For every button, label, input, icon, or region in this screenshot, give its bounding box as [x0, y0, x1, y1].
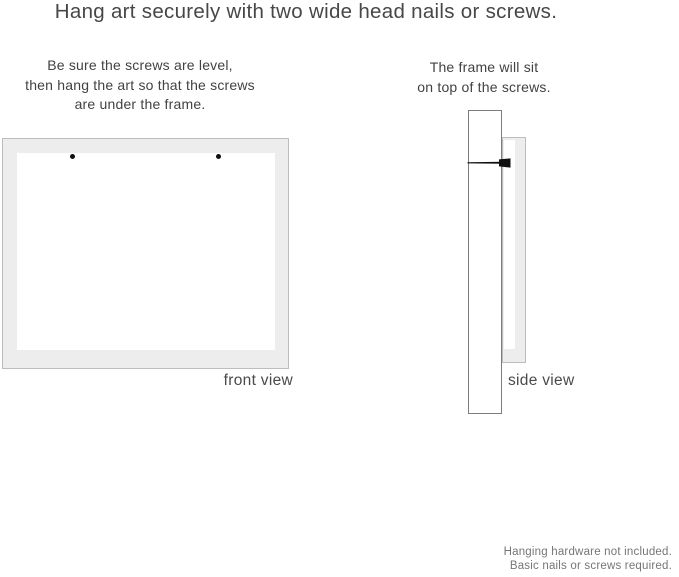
footnote: Hanging hardware not included. Basic nai…	[504, 545, 672, 573]
frame-front-art-area	[17, 153, 275, 350]
side-view-caption: side view	[508, 372, 575, 389]
frame-front-view	[2, 138, 289, 369]
frame-side-profile	[468, 110, 502, 414]
frame-side-back-panel	[502, 137, 526, 363]
instruction-line: Be sure the screws are level,	[47, 57, 233, 73]
footnote-line: Basic nails or screws required.	[509, 560, 672, 572]
nail-icon	[467, 158, 511, 168]
instruction-line: then hang the art so that the screws	[25, 76, 255, 93]
side-view-instructions: The frame will sit on top of the screws.	[404, 58, 564, 97]
instruction-line: on top of the screws.	[417, 78, 551, 95]
frame-side-back-inner	[504, 140, 515, 349]
page-title: Hang art securely with two wide head nai…	[54, 0, 558, 23]
nail-head-dot-right	[215, 153, 221, 159]
nail-head-dot-left	[69, 153, 75, 159]
footnote-line: Hanging hardware not included.	[503, 546, 672, 558]
front-view-caption: front view	[223, 372, 293, 389]
instruction-line: The frame will sit	[429, 59, 539, 75]
front-view-instructions: Be sure the screws are level, then hang …	[20, 56, 260, 115]
instruction-line: are under the frame.	[74, 96, 206, 113]
